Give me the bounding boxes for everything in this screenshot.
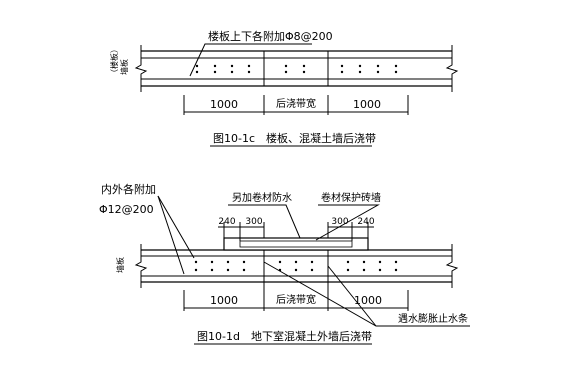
dim-d-240-right: 240 xyxy=(357,217,374,227)
protect-brick-wall xyxy=(239,240,353,248)
dim-d-300-left: 300 xyxy=(245,217,262,227)
leader-protect xyxy=(315,204,380,241)
figure-d: 内外各附加 Φ12@200 另加卷材防水 卷材保护砖墙 240 300 300 … xyxy=(99,182,470,345)
dim-d-left: 1000 xyxy=(210,294,238,307)
dim-d-240-left: 240 xyxy=(218,217,235,227)
break-mark-d-left xyxy=(134,244,148,288)
rebar-dots-c xyxy=(195,64,398,74)
break-mark-c-right xyxy=(445,45,459,92)
waterproof-membrane xyxy=(223,237,369,251)
label-waterproof: 另加卷材防水 xyxy=(232,191,292,204)
label-waterstop: 遇水膨胀止水条 xyxy=(398,312,468,325)
side-label-c-bottom: 墙板 xyxy=(119,59,129,75)
caption-c: 图10-1c 楼板、混凝土墙后浇带 xyxy=(213,131,376,145)
dim-d-300-right: 300 xyxy=(331,217,348,227)
dim-d-mid: 后浇带宽 xyxy=(276,293,316,306)
callout-d-left-line2: Φ12@200 xyxy=(99,203,154,216)
dim-c-mid: 后浇带宽 xyxy=(276,97,316,110)
side-label-c-top: （楼板） xyxy=(109,45,119,77)
label-protect: 卷材保护砖墙 xyxy=(321,191,381,204)
callout-d-leader-1 xyxy=(157,195,195,259)
dim-d-right: 1000 xyxy=(354,294,382,307)
callout-c-leader xyxy=(189,43,312,77)
figure-c: 楼板上下各附加Φ8@200 （楼板） 墙板 1000 后浇带宽 1000 图10… xyxy=(109,29,459,147)
dim-c-right: 1000 xyxy=(353,98,381,111)
leader-waterproof xyxy=(228,204,301,239)
dim-c-left: 1000 xyxy=(210,98,238,111)
callout-d-leader-2 xyxy=(157,195,185,275)
caption-d: 图10-1d 地下室混凝土外墙后浇带 xyxy=(197,329,372,343)
break-mark-c-left xyxy=(134,45,148,92)
callout-d-left-line1: 内外各附加 xyxy=(101,182,156,196)
leader-waterstop-2 xyxy=(327,265,377,327)
break-mark-d-right xyxy=(445,244,459,288)
side-label-d: 墙板 xyxy=(115,257,125,273)
rebar-dots-d xyxy=(194,260,398,272)
callout-c-text: 楼板上下各附加Φ8@200 xyxy=(208,29,333,43)
